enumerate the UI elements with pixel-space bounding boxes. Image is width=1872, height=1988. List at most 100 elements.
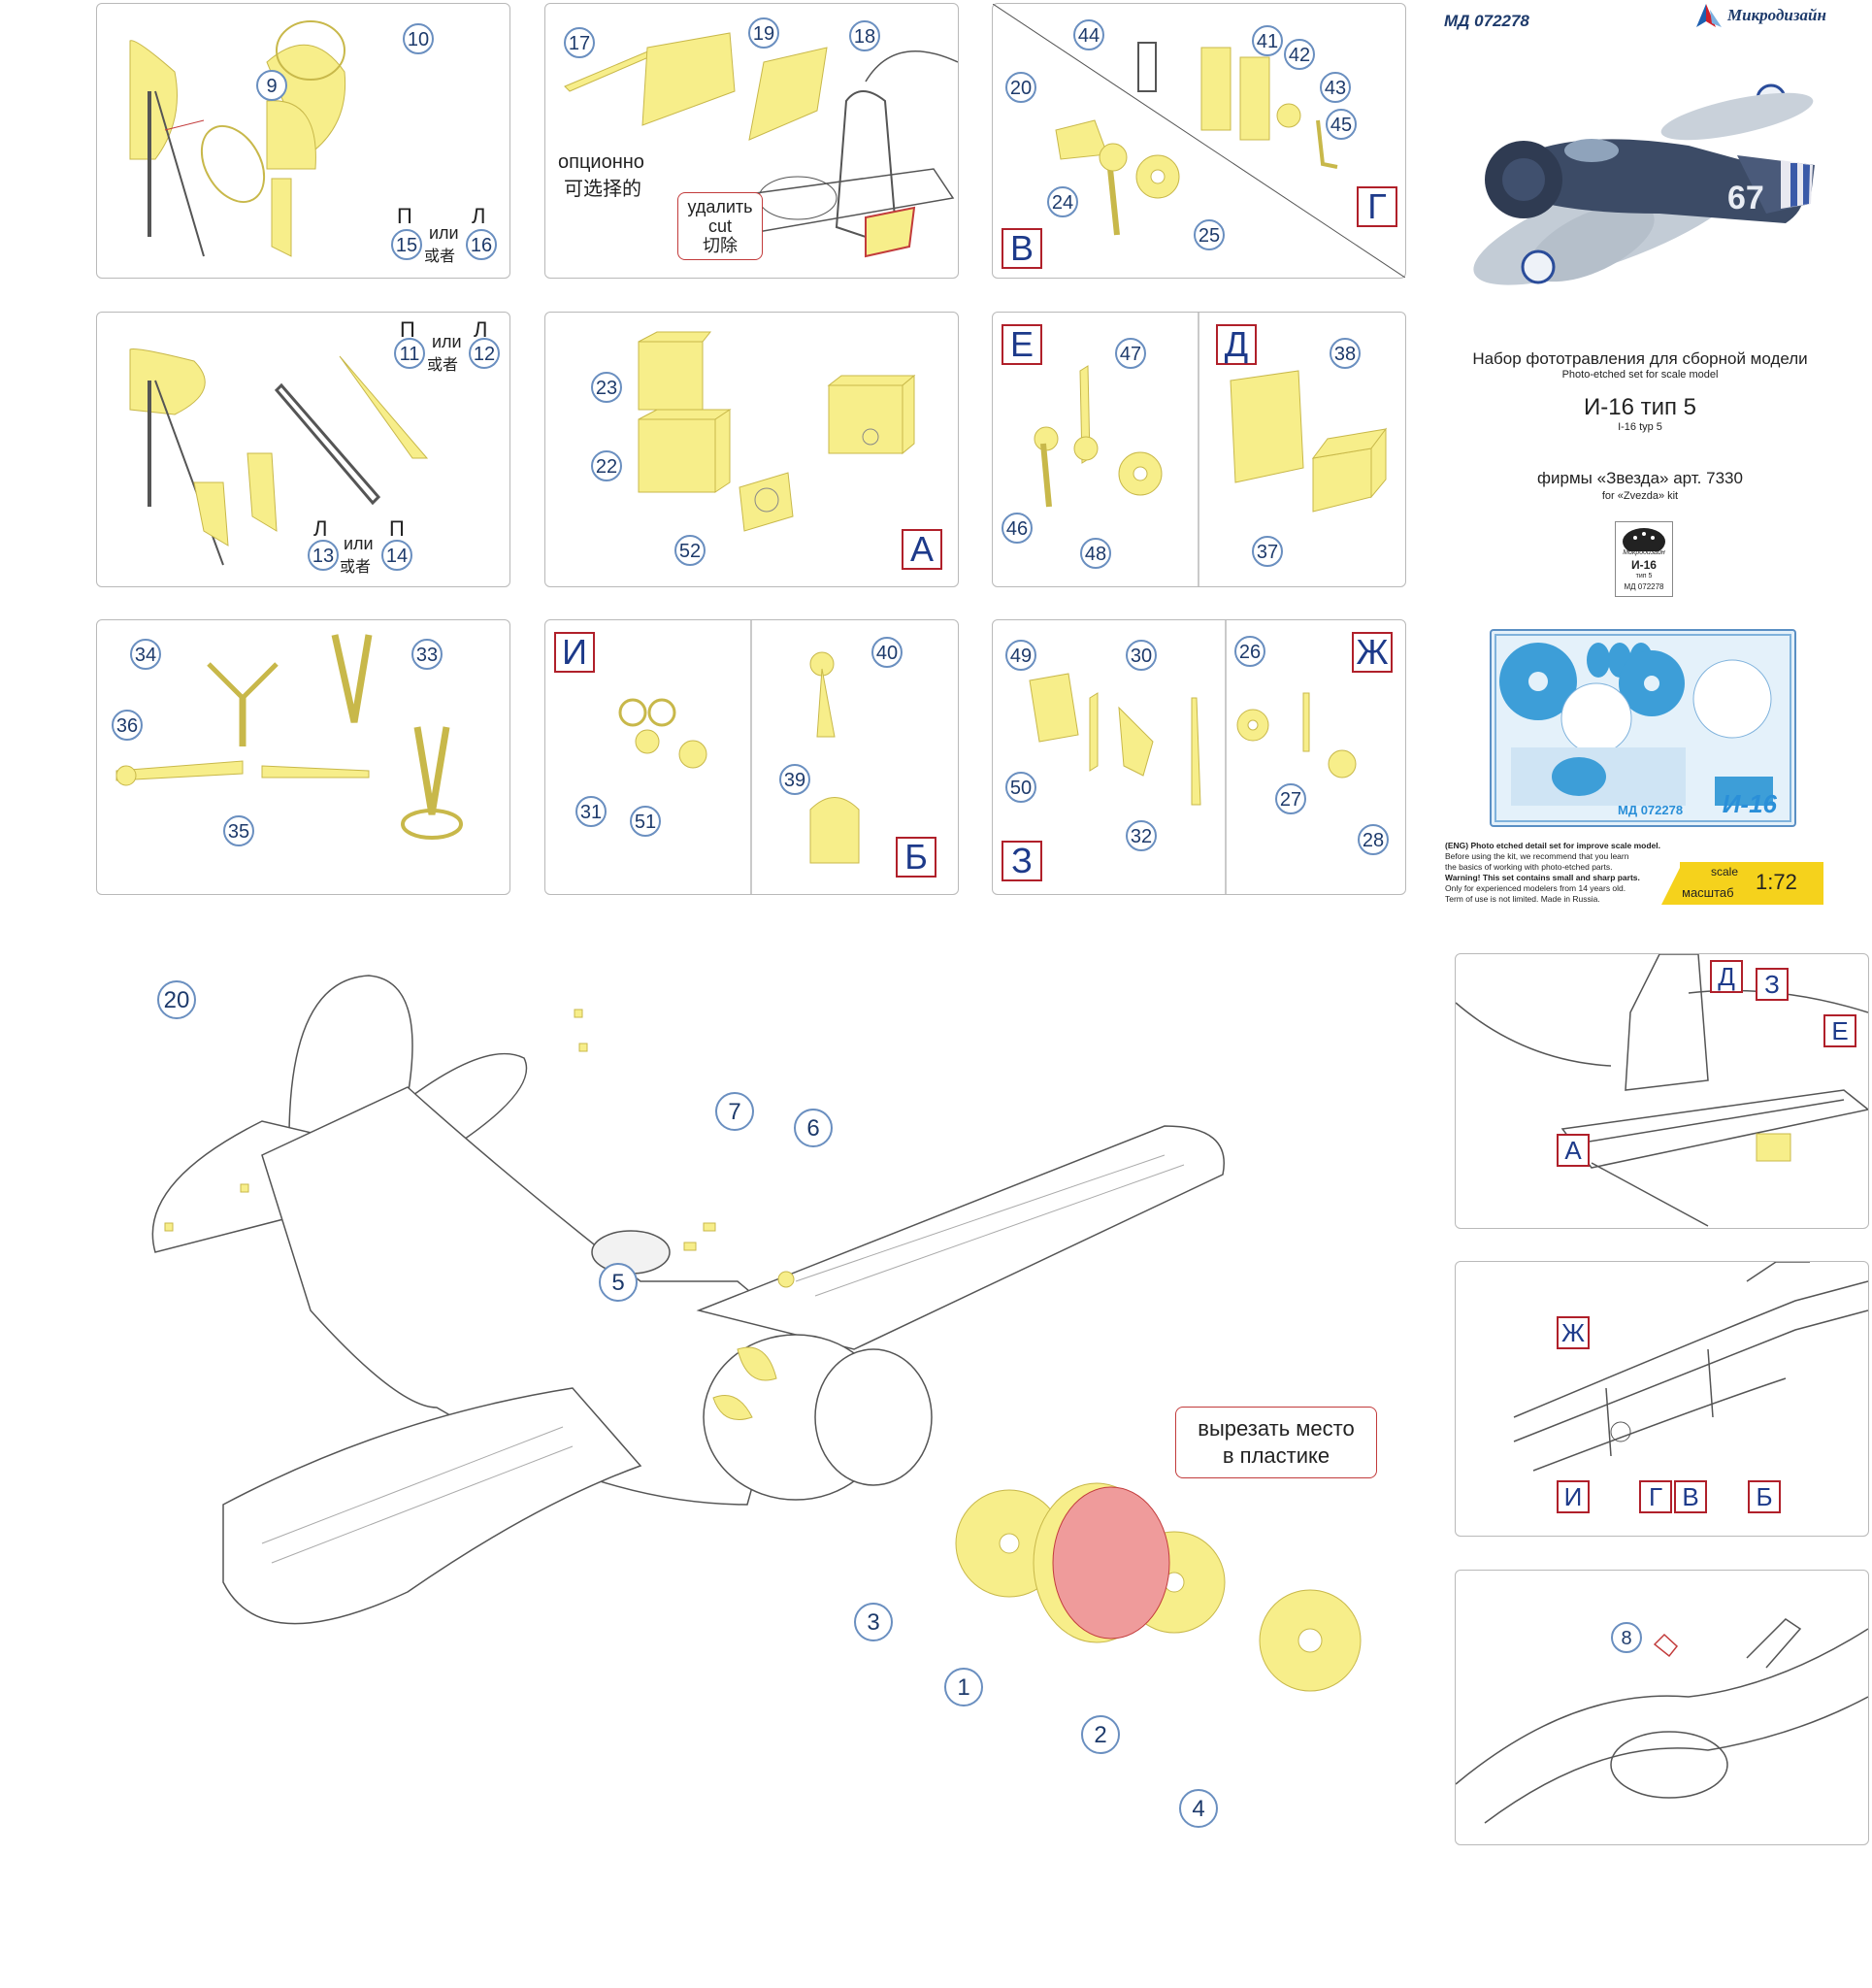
part-callout: 52: [674, 535, 706, 566]
assembly-letter: А: [902, 529, 942, 570]
part-callout: 46: [1002, 513, 1033, 544]
panel-controls-e-d: Е Д 47 46 48 38 37: [992, 312, 1406, 587]
fret-sheet: И-16 МД 072278: [1490, 629, 1796, 827]
assembly-letter: З: [1002, 841, 1042, 881]
cut-note-cn: 切除: [703, 236, 738, 255]
part-callout: 50: [1005, 772, 1036, 803]
disclaimer-line: Only for experienced modelers from 14 ye…: [1445, 883, 1626, 893]
part-callout: 18: [849, 20, 880, 51]
panel-seat-belts: 34 33 36 35: [96, 619, 510, 895]
right-label: П: [397, 204, 412, 228]
cut-plastic-note-line: в пластике: [1222, 1443, 1330, 1468]
panel-controls-i-b: И 31 51 40 39 Б: [544, 619, 959, 895]
part-callout: 7: [715, 1092, 754, 1131]
part-callout: 44: [1073, 19, 1104, 50]
part-callout: 25: [1194, 219, 1225, 250]
part-callout: 11: [394, 338, 425, 369]
part-callout: 35: [223, 815, 254, 846]
assembly-letter: Е: [1002, 324, 1042, 365]
detail-lower-fuselage: 8: [1455, 1570, 1869, 1845]
detail-cockpit-floor: Д З Е А: [1455, 953, 1869, 1229]
part-callout: 45: [1326, 109, 1357, 140]
assembly-letter: А: [1557, 1134, 1590, 1167]
part-callout: 22: [591, 450, 622, 481]
part-callout: 41: [1252, 25, 1283, 56]
left-label: Л: [313, 516, 328, 541]
panel-radio-box: 23 22 52 А: [544, 312, 959, 587]
badge-type: тип 5: [1635, 573, 1653, 580]
or-label: или: [432, 332, 462, 351]
left-label: Л: [474, 317, 488, 342]
brand-name: Микродизайн: [1727, 6, 1826, 24]
part-callout: 31: [575, 796, 607, 827]
assembly-letter: Ж: [1557, 1316, 1590, 1349]
part-callout: 39: [779, 764, 810, 795]
optional-note: опционно: [558, 151, 644, 173]
right-label: П: [389, 516, 405, 541]
part-callout: 36: [112, 710, 143, 741]
part-callout: 51: [630, 806, 661, 837]
cut-note-ru: удалить: [687, 197, 753, 216]
disclaimer-line: (ENG) Photo etched detail set for improv…: [1445, 841, 1660, 850]
product-badge: Микродизайн И-16 тип 5 МД 072278: [1615, 521, 1673, 597]
badge-model: И-16: [1631, 558, 1657, 572]
disclaimer-line: Warning! This set contains small and sha…: [1445, 873, 1640, 882]
detail-cockpit-sidewall: Ж И Г В Б: [1455, 1261, 1869, 1537]
assembly-letter: И: [554, 632, 595, 673]
badge-aircraft-icon: [1623, 528, 1665, 555]
detail-lower-fuselage-drawing: [1456, 1618, 1868, 1824]
disclaimer-line: the basics of working with photo-etched …: [1445, 862, 1613, 872]
panel-seat-belts-drawing: [115, 634, 463, 840]
brand-logo-icon: [1696, 4, 1722, 27]
panel-rudder-drawing: [129, 348, 429, 566]
part-callout: 9: [256, 70, 287, 101]
left-label: Л: [472, 204, 486, 228]
detail-cockpit-sidewall-drawing: [1513, 1262, 1868, 1472]
panel-instruments-b-drawing: [993, 4, 1405, 278]
assembly-letter: Д: [1710, 960, 1743, 993]
or-label: или: [344, 534, 374, 553]
cut-note: удалить cut 切除: [677, 192, 763, 260]
brand-logo: Микродизайн: [1689, 2, 1834, 29]
part-callout: 13: [308, 540, 339, 571]
part-callout: 5: [599, 1263, 638, 1302]
panel-controls-i-b-drawing: [618, 620, 860, 894]
part-callout: 3: [854, 1603, 893, 1641]
part-callout: 24: [1047, 186, 1078, 217]
panel-controls-z-zh-drawing: [1029, 620, 1357, 894]
aircraft-photo: 67: [1446, 58, 1834, 301]
part-callout: 47: [1115, 338, 1146, 369]
assembly-letter: Д: [1216, 324, 1257, 365]
panel-canopy: 17 19 18 опционно 可选择的 удалить cut 切除: [544, 3, 959, 279]
detail-cockpit-floor-drawing: [1456, 954, 1868, 1227]
sheet-label: И-16: [1722, 789, 1777, 818]
panel-radio-box-drawing: [638, 331, 916, 532]
part-callout: 30: [1126, 640, 1157, 671]
cut-plastic-note: вырезать место в пластике: [1175, 1407, 1377, 1478]
panel-tail-fin-drawing: [129, 20, 346, 257]
cut-plastic-note-line: вырезать место: [1198, 1416, 1355, 1441]
part-callout: 28: [1358, 824, 1389, 855]
assembly-letter: З: [1756, 968, 1789, 1001]
part-callout: 1: [944, 1668, 983, 1706]
disclaimer: (ENG) Photo etched detail set for improv…: [1445, 841, 1688, 905]
title-ru: Набор фототравления для сборной модели: [1472, 349, 1808, 368]
part-callout: 27: [1275, 783, 1306, 814]
article-number: МД 072278: [1444, 12, 1529, 30]
disclaimer-line: Term of use is not limited. Made in Russ…: [1445, 894, 1600, 904]
part-callout: 33: [411, 639, 443, 670]
aircraft-marking: 67: [1727, 180, 1764, 216]
badge-brand: Микродизайн: [1623, 549, 1665, 556]
panel-controls-z-zh: 49 30 50 32 З 26 Ж 27 28: [992, 619, 1406, 895]
panel-instruments-b: 44 41 42 43 45 20 24 25 В Г: [992, 3, 1406, 279]
part-callout: 2: [1081, 1715, 1120, 1754]
part-callout: 14: [381, 540, 412, 571]
kit-ru: фирмы «Звезда» арт. 7330: [1537, 469, 1743, 487]
model-en: I-16 typ 5: [1618, 421, 1662, 433]
scale-badge-corner: [1661, 862, 1683, 905]
part-callout: 15: [391, 229, 422, 260]
assembly-letter: Ж: [1352, 632, 1393, 673]
part-callout: 48: [1080, 538, 1111, 569]
part-callout: 16: [466, 229, 497, 260]
scale-label-en: scale: [1711, 865, 1739, 878]
